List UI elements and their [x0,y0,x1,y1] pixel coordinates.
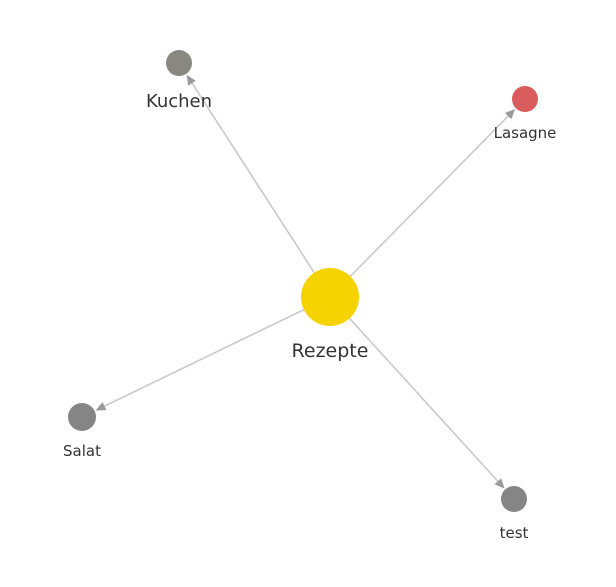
node-salat[interactable]: Salat [63,403,101,460]
node-kuchen[interactable]: Kuchen [146,50,212,112]
node-kuchen-label: Kuchen [146,91,212,112]
arrowhead-lasagne [504,108,516,120]
arrowhead-kuchen [186,74,196,86]
node-test[interactable]: test [500,486,529,542]
node-test-circle[interactable] [501,486,527,512]
arrowhead-test [494,478,505,489]
node-kuchen-circle[interactable] [166,50,192,76]
node-rezepte-circle[interactable] [301,268,359,326]
edge-rezepte-to-lasagne [349,115,509,277]
node-lasagne[interactable]: Lasagne [494,86,557,142]
node-lasagne-circle[interactable] [512,86,538,112]
node-rezepte[interactable]: Rezepte [292,268,369,362]
node-rezepte-label: Rezepte [292,340,369,362]
node-salat-label: Salat [63,442,101,460]
edge-rezepte-to-kuchen [191,82,315,274]
node-lasagne-label: Lasagne [494,124,557,142]
node-test-label: test [500,524,529,542]
edge-rezepte-to-test [348,317,499,482]
arrowhead-salat [95,402,107,411]
edges-layer [95,74,516,489]
edge-rezepte-to-salat [104,308,305,407]
node-salat-circle[interactable] [68,403,96,431]
